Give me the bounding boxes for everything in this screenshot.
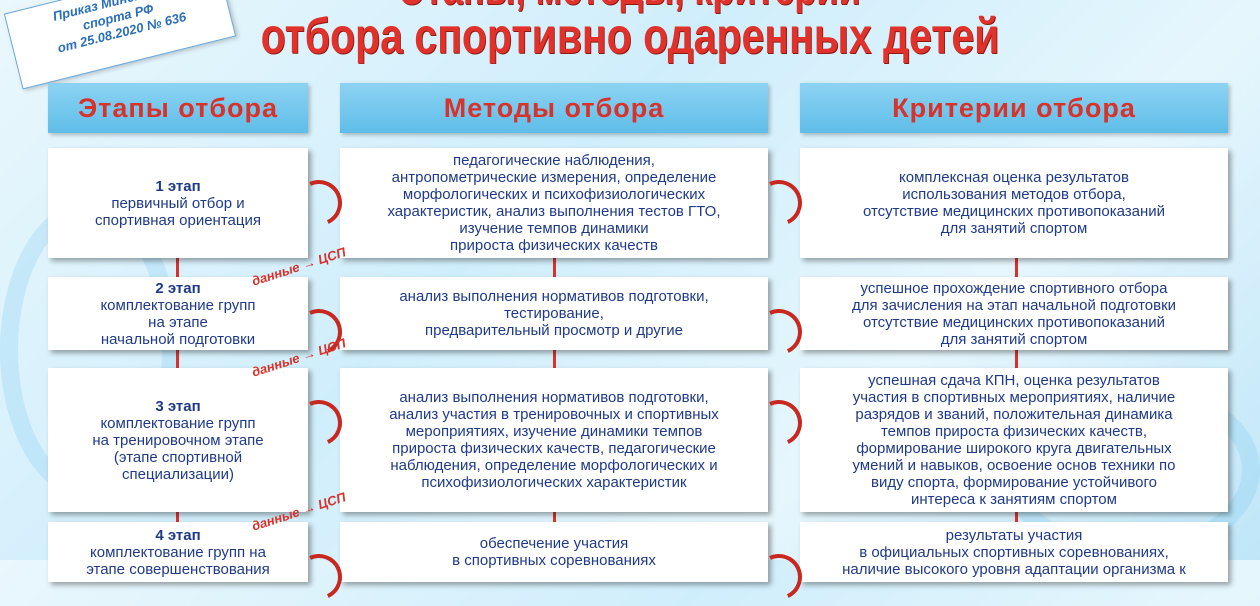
stage-text: этапе совершенствования bbox=[86, 560, 270, 578]
methods-text: анализ участия в тренировочных и спортив… bbox=[389, 406, 719, 423]
criteria-text: отсутствие медицинских противопоказаний bbox=[862, 203, 1166, 220]
methods-text: анализ выполнения нормативов подготовки, bbox=[399, 389, 709, 406]
criteria-text: отсутствие медицинских противопоказаний bbox=[862, 313, 1166, 331]
stage-text: первичный отбор и bbox=[111, 194, 245, 212]
stage-text: комплектование групп на bbox=[90, 543, 266, 561]
criteria-text: комплексная оценка результатов bbox=[899, 169, 1129, 186]
methods-text: антропометрические измерения, определени… bbox=[391, 169, 717, 186]
stage-text: комплектование групп bbox=[100, 296, 256, 314]
methods-text: характеристик, анализ выполнения тестов … bbox=[387, 203, 721, 220]
csp-label: ЦСП bbox=[316, 244, 348, 268]
criteria-text: для занятий спортом bbox=[940, 330, 1088, 348]
stage-text: на этапе bbox=[148, 313, 208, 331]
page-title-line1: Этапы, методы, критерии bbox=[113, 0, 1146, 12]
stage-text: (этапе спортивной bbox=[113, 448, 243, 466]
methods-text: предварительный просмотр и другие bbox=[425, 322, 683, 339]
page-title-line2: отбора спортивно одаренных детей bbox=[260, 8, 1000, 64]
methods-text: психофизиологических характеристик bbox=[421, 474, 687, 491]
methods-text: педагогические наблюдения, bbox=[453, 152, 655, 169]
header-methods: Методы отбора bbox=[340, 83, 768, 133]
criteria-text: использования методов отбора, bbox=[902, 186, 1126, 203]
methods-text: наблюдения, определение морфологических … bbox=[390, 457, 718, 474]
criteria-text: формирование широкого круга двигательных bbox=[856, 440, 1172, 457]
criteria-text: участия в спортивных мероприятиях, налич… bbox=[852, 389, 1176, 406]
methods-text: обеспечение участия bbox=[479, 535, 629, 552]
methods-text: в спортивных соревнованиях bbox=[452, 552, 656, 569]
stage-text: комплектование групп bbox=[100, 414, 256, 432]
criteria-text: для зачисления на этап начальной подгото… bbox=[851, 296, 1177, 314]
criteria-text: разрядов и званий, положительная динамик… bbox=[855, 406, 1173, 423]
methods-text: мероприятиях, изучение динамики темпов bbox=[405, 423, 703, 440]
methods-text: тестирование, bbox=[504, 305, 604, 322]
criteria-text: успешное прохождение спортивного отбора bbox=[860, 279, 1168, 297]
stage-text: специализации) bbox=[122, 465, 234, 483]
methods-box: анализ выполнения нормативов подготовки,… bbox=[340, 277, 768, 350]
methods-box: педагогические наблюдения,антропометриче… bbox=[340, 148, 768, 258]
stage-number: 1 этап bbox=[155, 177, 201, 195]
header-criteria: Критерии отбора bbox=[800, 83, 1228, 133]
stage-text: спортивная ориентация bbox=[95, 211, 261, 229]
methods-text: анализ выполнения нормативов подготовки, bbox=[399, 288, 709, 305]
criteria-text: виду спорта, формирование устойчивого bbox=[871, 474, 1157, 491]
methods-box: анализ выполнения нормативов подготовки,… bbox=[340, 368, 768, 512]
stage-text: на тренировочном этапе bbox=[92, 431, 264, 449]
header-stages: Этапы отбора bbox=[48, 83, 308, 133]
criteria-text: в официальных спортивных соревнованиях, bbox=[859, 543, 1169, 561]
order-reference-note: Приказ Минспорта спорта РФ от 25.08.2020… bbox=[3, 0, 237, 90]
criteria-text: наличие высокого уровня адаптации органи… bbox=[842, 560, 1186, 578]
stage-number: 3 этап bbox=[155, 397, 201, 415]
criteria-text: интереса к занятиям спортом bbox=[911, 491, 1117, 508]
criteria-text: успешная сдача КПН, оценка результатов bbox=[868, 372, 1160, 389]
methods-text: прироста физических качеств, педагогичес… bbox=[392, 440, 716, 457]
criteria-text: результаты участия bbox=[945, 526, 1083, 544]
stage-number: 2 этап bbox=[155, 279, 201, 297]
methods-text: прироста физических качеств bbox=[450, 237, 658, 254]
criteria-text: для занятий спортом bbox=[940, 220, 1088, 237]
criteria-text: темпов прироста физических качеств, bbox=[880, 423, 1147, 440]
stage-number: 4 этап bbox=[155, 526, 201, 544]
methods-text: морфологических и психофизиологических bbox=[402, 186, 706, 203]
methods-text: изучение темпов динамики bbox=[459, 220, 649, 237]
criteria-text: умений и навыков, освоение основ техники… bbox=[852, 457, 1176, 474]
stage-text: начальной подготовки bbox=[100, 330, 256, 348]
